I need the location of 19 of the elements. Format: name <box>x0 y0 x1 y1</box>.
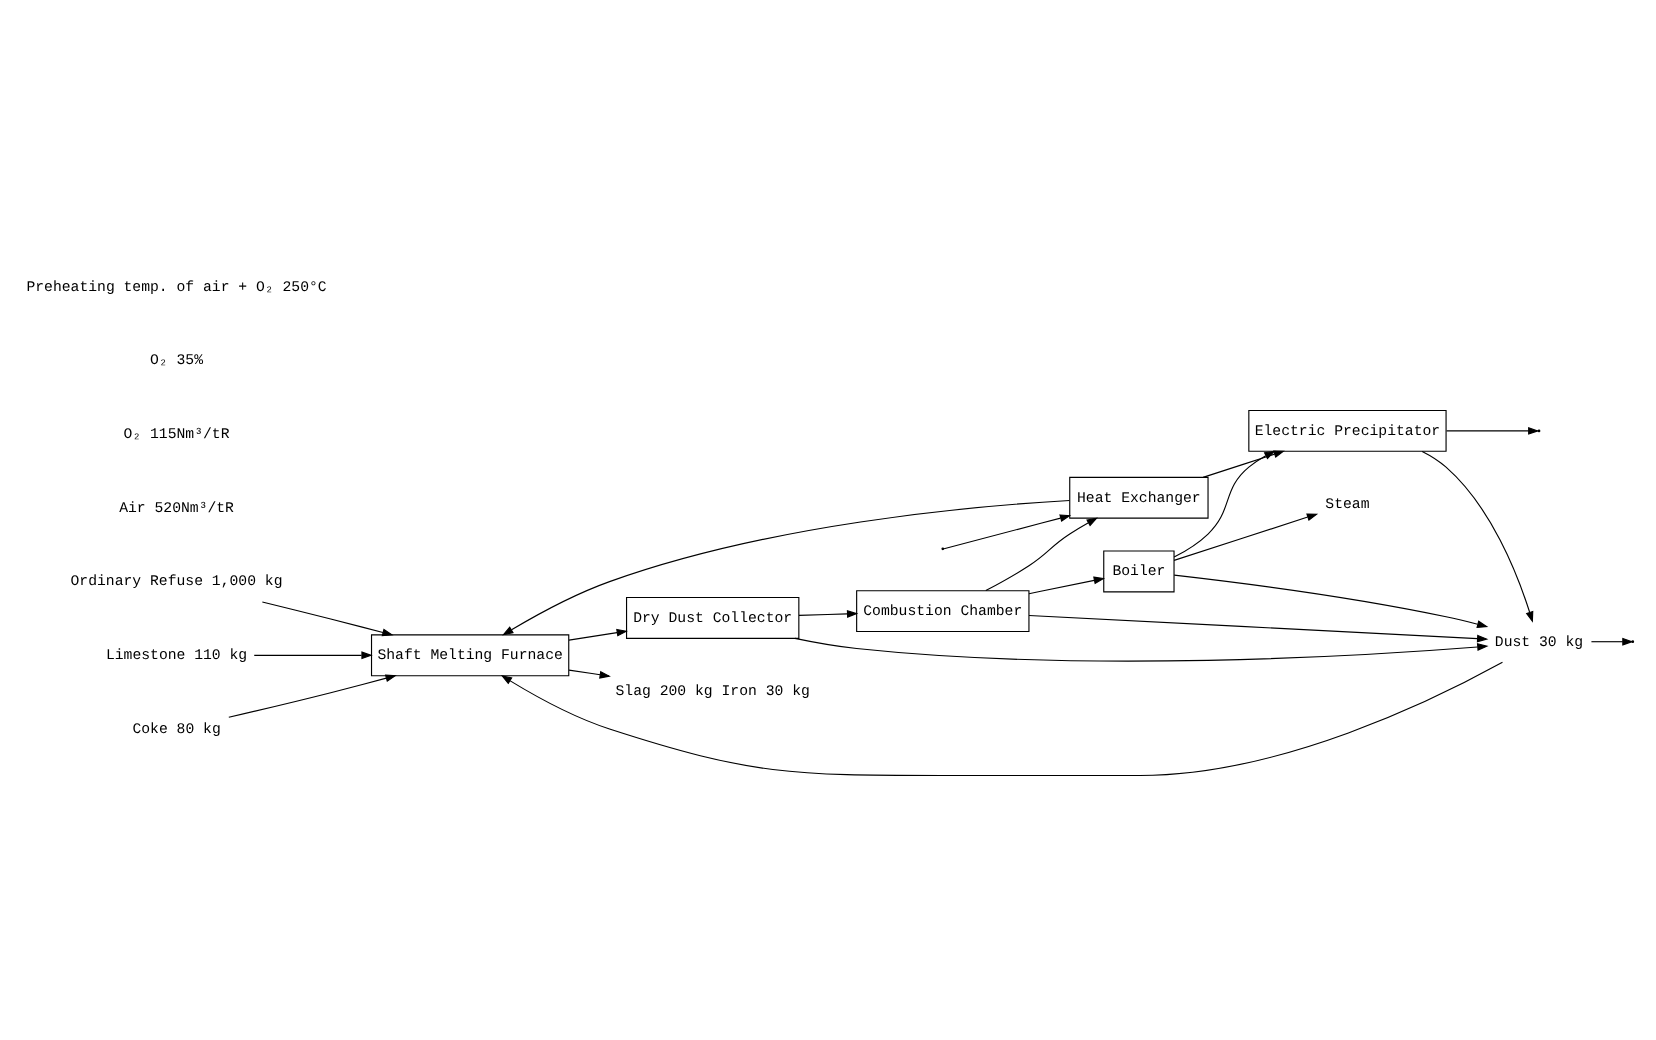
arrow <box>1173 512 1319 560</box>
arrow <box>1028 613 1489 642</box>
arrow <box>985 516 1098 591</box>
arrow <box>253 650 373 659</box>
arrow <box>500 660 1504 776</box>
arrow <box>568 668 611 678</box>
arrow <box>1173 449 1276 557</box>
arrow <box>794 636 1489 661</box>
arrow <box>1173 573 1489 628</box>
arrow <box>1590 636 1634 645</box>
arrow <box>261 600 394 636</box>
arrow <box>502 498 1071 635</box>
arrow <box>1421 449 1534 622</box>
arrow <box>798 608 859 617</box>
arrow <box>943 513 1072 549</box>
arrow <box>1202 449 1285 477</box>
arrow <box>228 673 397 717</box>
arrow <box>1028 575 1106 594</box>
arrow <box>568 627 628 640</box>
